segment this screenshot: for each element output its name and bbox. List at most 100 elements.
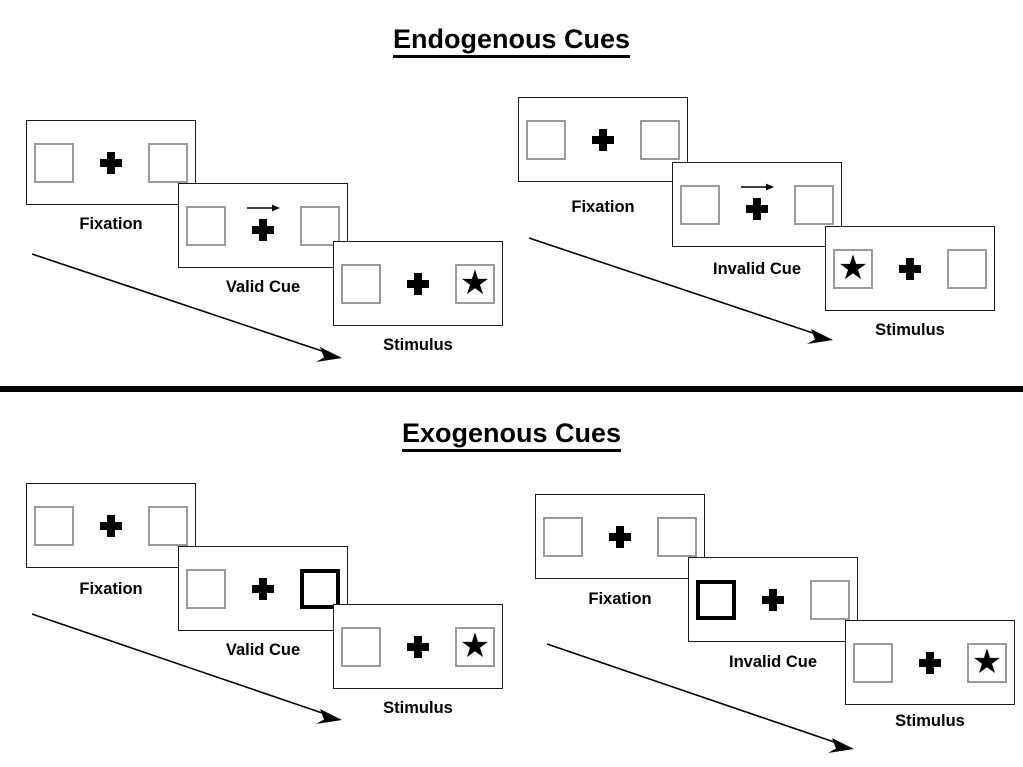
left-placeholder-box — [833, 248, 873, 289]
spacer — [873, 268, 895, 269]
spacer — [126, 525, 148, 526]
fixation-cross-slot — [248, 567, 278, 611]
spacer — [772, 204, 794, 205]
left-placeholder-box — [186, 205, 226, 246]
panel-endo-invalid-cue — [672, 162, 842, 247]
panel-content: ★ — [334, 605, 502, 688]
left-placeholder-box — [341, 626, 381, 667]
plus-icon — [407, 635, 429, 658]
fixation-cross-slot — [96, 141, 126, 185]
right-placeholder-box — [300, 205, 340, 246]
spacer — [635, 536, 657, 537]
spacer — [74, 525, 96, 526]
caption-endo-invalid-cue: Invalid Cue — [712, 260, 802, 278]
fixation-cross-slot — [915, 641, 945, 685]
right-placeholder-box — [148, 142, 188, 183]
right-cued-slot — [300, 568, 340, 609]
exogenous-title-text: Exogenous Cues — [401, 418, 622, 452]
fixation-cross-slot — [247, 204, 280, 248]
spacer — [433, 646, 455, 647]
exogenous-section-title: Exogenous Cues — [0, 418, 1023, 452]
spacer — [278, 588, 300, 589]
right-placeholder-slot — [300, 205, 340, 246]
right-placeholder-slot — [657, 516, 697, 557]
panel-content — [689, 558, 857, 641]
arrow-right-icon — [741, 183, 774, 190]
spacer — [381, 646, 403, 647]
plus-icon — [609, 525, 631, 548]
left-placeholder-slot — [526, 119, 566, 160]
spacer — [74, 162, 96, 163]
left-placeholder-slot — [186, 205, 226, 246]
right-cued-box-icon — [300, 568, 340, 609]
spacer — [226, 588, 248, 589]
spacer — [126, 162, 148, 163]
panel-exo-valid-fixation — [26, 483, 196, 568]
plus-icon — [252, 218, 274, 241]
star-target-icon: ★ — [459, 626, 491, 665]
right-placeholder-box — [455, 626, 495, 667]
left-placeholder-box — [526, 119, 566, 160]
left-placeholder-box — [680, 184, 720, 225]
flow-arrow-exogenous-invalid — [546, 643, 854, 753]
spacer — [226, 225, 248, 226]
left-placeholder-box — [853, 642, 893, 683]
left-cued-slot — [696, 579, 736, 620]
spacer — [618, 139, 640, 140]
endogenous-title-text: Endogenous Cues — [392, 24, 630, 58]
left-placeholder-slot — [34, 142, 74, 183]
spacer — [381, 283, 403, 284]
panel-content — [536, 495, 704, 578]
left-placeholder-box — [186, 568, 226, 609]
flow-arrow-exogenous-valid — [31, 613, 342, 724]
panel-content — [27, 121, 195, 204]
panel-endo-invalid-fixation — [518, 97, 688, 182]
flow-arrow-endogenous-invalid — [528, 237, 833, 344]
caption-exo-invalid-stimulus: Stimulus — [895, 712, 965, 730]
star-target-icon: ★ — [971, 642, 1003, 681]
right-placeholder-box — [148, 505, 188, 546]
flow-arrow-endogenous-valid — [31, 253, 342, 362]
panel-content — [673, 163, 841, 246]
right-placeholder-slot — [148, 142, 188, 183]
left-cued-box-icon — [696, 579, 736, 620]
plus-icon — [592, 128, 614, 151]
fixation-cross-slot — [895, 247, 925, 291]
right-placeholder-box — [640, 119, 680, 160]
fixation-cross-slot — [588, 118, 618, 162]
right-target-slot: ★ — [967, 642, 1007, 683]
plus-icon — [407, 272, 429, 295]
left-placeholder-box — [34, 142, 74, 183]
right-target-slot: ★ — [455, 626, 495, 667]
panel-endo-valid-stimulus: ★ — [333, 241, 503, 326]
panel-endo-invalid-stimulus: ★ — [825, 226, 995, 311]
panel-content — [519, 98, 687, 181]
panel-endo-valid-fixation — [26, 120, 196, 205]
fixation-cross-slot — [403, 262, 433, 306]
left-placeholder-box — [341, 263, 381, 304]
caption-endo-invalid-fixation: Fixation — [571, 198, 635, 216]
right-placeholder-slot — [148, 505, 188, 546]
right-placeholder-box — [657, 516, 697, 557]
right-placeholder-box — [810, 579, 850, 620]
fixation-cross-slot — [403, 625, 433, 669]
left-placeholder-slot — [853, 642, 893, 683]
panel-exo-invalid-fixation — [535, 494, 705, 579]
spacer — [925, 268, 947, 269]
panel-content — [179, 184, 347, 267]
star-target-icon: ★ — [459, 263, 491, 302]
panel-content — [179, 547, 347, 630]
plus-icon — [899, 257, 921, 280]
spacer — [566, 139, 588, 140]
plus-icon — [762, 588, 784, 611]
right-placeholder-slot — [794, 184, 834, 225]
endogenous-section-title: Endogenous Cues — [0, 24, 1023, 58]
caption-endo-invalid-stimulus: Stimulus — [875, 321, 945, 339]
right-placeholder-box — [794, 184, 834, 225]
panel-exo-invalid-stimulus: ★ — [845, 620, 1015, 705]
spacer — [433, 283, 455, 284]
spacer — [720, 204, 742, 205]
fixation-cross-slot — [741, 183, 774, 227]
caption-exo-invalid-cue: Invalid Cue — [728, 653, 818, 671]
